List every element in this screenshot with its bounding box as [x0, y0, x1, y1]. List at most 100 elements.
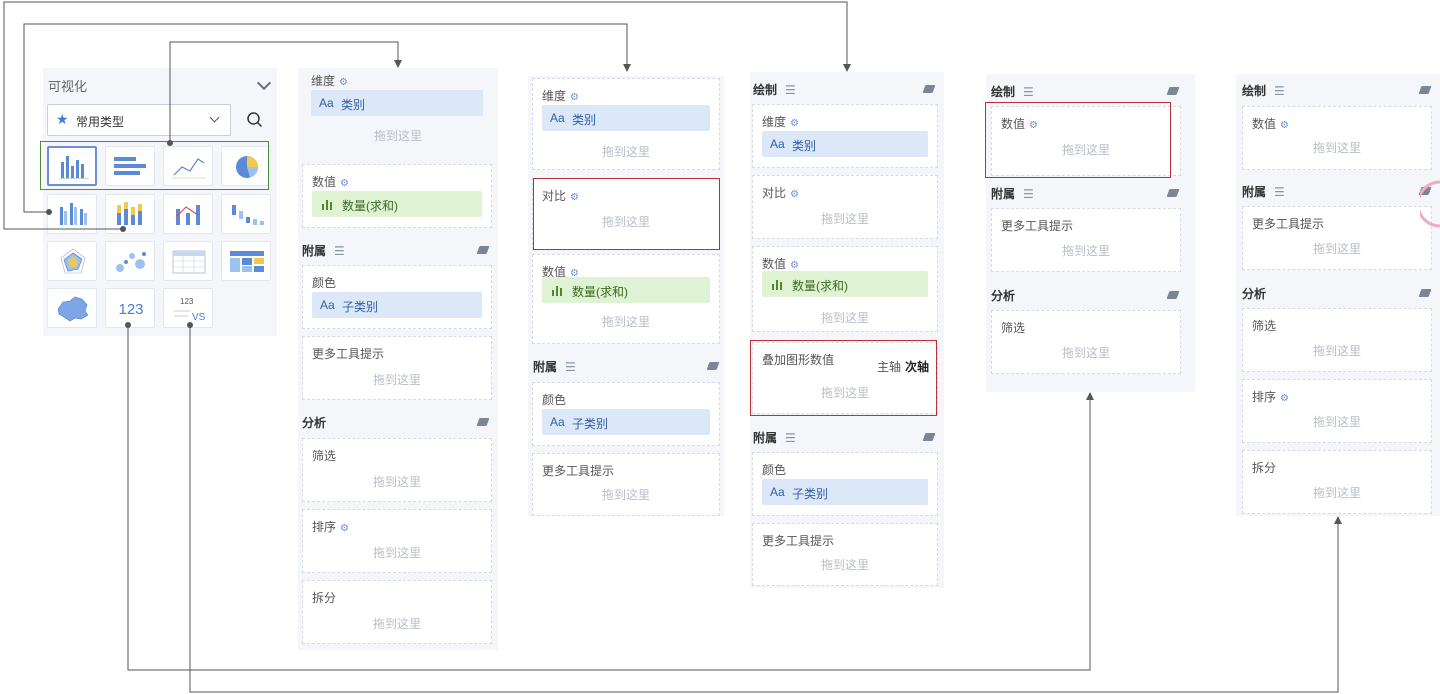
search-icon[interactable] — [245, 110, 265, 130]
tooltip-drop-zone[interactable]: 拖到这里 — [1312, 242, 1361, 256]
eraser-icon[interactable] — [1166, 87, 1180, 95]
analysis-section-title: 分析 — [991, 289, 1016, 303]
dimension-drop-zone[interactable]: 拖到这里 — [373, 129, 422, 143]
highlight-compare-well — [533, 178, 720, 250]
sort-drop-zone[interactable]: 拖到这里 — [1312, 415, 1361, 429]
split-well[interactable]: 拆分 拖到这里 — [302, 580, 492, 644]
tooltip-drop-zone[interactable]: 拖到这里 — [372, 373, 421, 387]
tooltip-well[interactable]: 更多工具提示 拖到这里 — [532, 453, 720, 516]
tooltip-well[interactable]: 更多工具提示 拖到这里 — [302, 336, 492, 400]
stacked-column-chart-icon[interactable] — [105, 194, 155, 234]
sliders-icon[interactable]: ☰ — [1023, 187, 1034, 201]
eraser-icon[interactable] — [922, 85, 936, 93]
filter-well[interactable]: 筛选 拖到这里 — [302, 438, 492, 502]
tooltip-well[interactable]: 更多工具提示 拖到这里 — [991, 208, 1181, 272]
chevron-down-icon[interactable] — [256, 75, 272, 91]
filter-drop-zone[interactable]: 拖到这里 — [372, 475, 421, 489]
gear-icon[interactable]: ⚙ — [340, 523, 349, 534]
filter-well[interactable]: 筛选 拖到这里 — [1242, 308, 1432, 372]
measure-drop-zone[interactable]: 拖到这里 — [601, 315, 650, 329]
tooltip-label: 更多工具提示 — [762, 534, 835, 548]
sliders-icon[interactable]: ☰ — [1023, 85, 1034, 99]
sliders-icon[interactable]: ☰ — [1274, 185, 1285, 199]
measure-well[interactable]: 数值⚙ 拖到这里 — [1242, 106, 1432, 170]
scatter-chart-icon[interactable] — [105, 241, 155, 281]
eraser-icon[interactable] — [1418, 86, 1432, 94]
eraser-icon[interactable] — [706, 362, 720, 370]
gear-icon[interactable]: ⚙ — [790, 118, 799, 129]
sort-drop-zone[interactable]: 拖到这里 — [372, 546, 421, 560]
sliders-icon[interactable]: ☰ — [785, 83, 796, 97]
gear-icon[interactable]: ⚙ — [1029, 120, 1038, 131]
sort-well[interactable]: 排序⚙ 拖到这里 — [302, 509, 492, 573]
eraser-icon[interactable] — [922, 433, 936, 441]
sliders-icon[interactable]: ☰ — [1274, 84, 1285, 98]
map-icon[interactable] — [47, 288, 97, 328]
eraser-icon[interactable] — [1166, 291, 1180, 299]
measure-well[interactable]: 数值⚙ 数量(求和) 拖到这里 — [752, 246, 938, 332]
tooltip-drop-zone[interactable]: 拖到这里 — [601, 488, 650, 502]
eraser-icon[interactable] — [476, 418, 490, 426]
waterfall-chart-icon[interactable] — [221, 194, 271, 234]
eraser-icon[interactable] — [476, 246, 490, 254]
grouped-column-chart-icon[interactable] — [47, 194, 97, 234]
chart-group-select[interactable]: ★ 常用类型 — [47, 104, 231, 136]
split-well[interactable]: 拆分 拖到这里 — [1242, 450, 1432, 514]
measure-well[interactable]: 数值⚙ 数量(求和) 拖到这里 — [532, 254, 720, 344]
gear-icon[interactable]: ⚙ — [790, 189, 799, 200]
measure-drop-zone[interactable]: 拖到这里 — [820, 311, 869, 325]
combo-chart-icon[interactable] — [163, 194, 213, 234]
gear-icon[interactable]: ⚙ — [570, 92, 579, 103]
compare-drop-zone[interactable]: 拖到这里 — [820, 212, 869, 226]
eraser-icon[interactable] — [1166, 189, 1180, 197]
tooltip-drop-zone[interactable]: 拖到这里 — [1061, 244, 1110, 258]
split-drop-zone[interactable]: 拖到这里 — [372, 617, 421, 631]
sliders-icon[interactable]: ☰ — [785, 431, 796, 445]
filter-well[interactable]: 筛选 拖到这里 — [991, 310, 1181, 374]
split-drop-zone[interactable]: 拖到这里 — [1312, 486, 1361, 500]
sliders-icon[interactable]: ☰ — [565, 360, 576, 374]
sliders-icon[interactable]: ☰ — [334, 244, 345, 258]
gear-icon[interactable]: ⚙ — [340, 178, 349, 189]
tooltip-drop-zone[interactable]: 拖到这里 — [820, 558, 869, 572]
heatmap-table-icon[interactable] — [221, 241, 271, 281]
tooltip-well[interactable]: 更多工具提示 拖到这里 — [1242, 206, 1432, 270]
measure-icon — [552, 286, 562, 296]
sort-well[interactable]: 排序⚙ 拖到这里 — [1242, 379, 1432, 443]
filter-drop-zone[interactable]: 拖到这里 — [1312, 344, 1361, 358]
measure-well[interactable]: 数值⚙ 拖到这里 — [991, 106, 1181, 176]
measure-well[interactable]: 数值⚙ 数量(求和) — [302, 164, 492, 228]
measure-icon — [772, 280, 782, 290]
measure-chip[interactable]: 数量(求和) — [312, 191, 482, 217]
measure-chip[interactable]: 数量(求和) — [542, 277, 710, 303]
dimension-label: 维度⚙ — [542, 89, 579, 103]
measure-chip[interactable]: 数量(求和) — [762, 271, 928, 297]
table-icon[interactable] — [163, 241, 213, 281]
measure-drop-zone[interactable]: 拖到这里 — [1061, 143, 1110, 157]
measure-drop-zone[interactable]: 拖到这里 — [1312, 141, 1361, 155]
eraser-icon[interactable] — [1418, 289, 1432, 297]
dimension-drop-zone[interactable]: 拖到这里 — [601, 145, 650, 159]
tooltip-well[interactable]: 更多工具提示 拖到这里 — [752, 523, 938, 586]
gear-icon[interactable]: ⚙ — [1280, 393, 1289, 404]
gear-icon[interactable]: ⚙ — [339, 77, 348, 88]
radar-chart-icon[interactable] — [47, 241, 97, 281]
filter-drop-zone[interactable]: 拖到这里 — [1061, 346, 1110, 360]
gear-icon[interactable]: ⚙ — [570, 268, 579, 279]
indicator-card-icon[interactable]: 123 — [105, 288, 155, 328]
compare-well[interactable]: 对比⚙ 拖到这里 — [752, 175, 938, 239]
gear-icon[interactable]: ⚙ — [790, 260, 799, 271]
gear-icon[interactable]: ⚙ — [1280, 120, 1289, 131]
